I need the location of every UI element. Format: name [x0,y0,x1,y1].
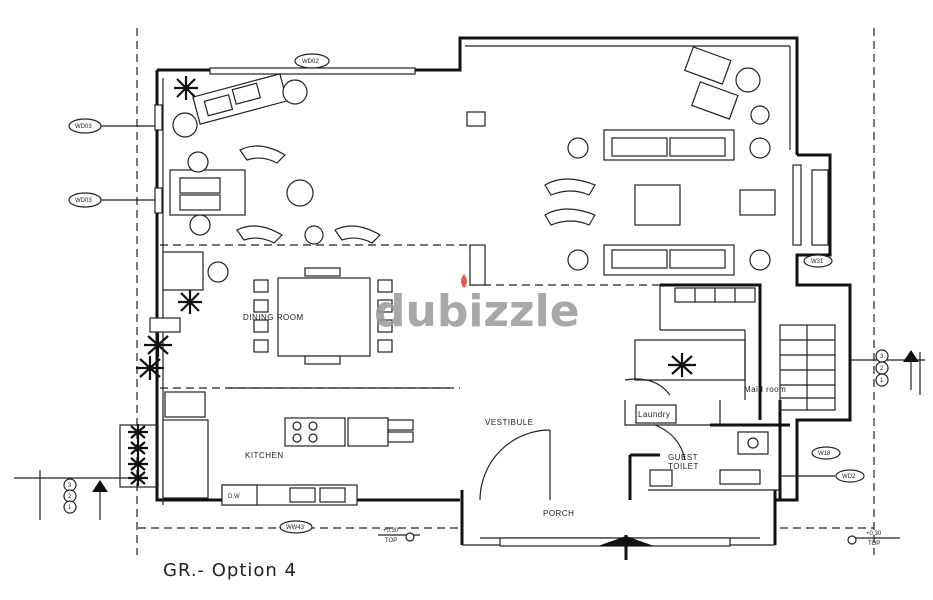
room-label-kitchen: KITCHEN [245,451,284,460]
window-tag-right-upper: W31 [803,254,833,268]
svg-text:+0.30: +0.30 [383,528,399,534]
toilet-laundry-fittings [624,378,769,487]
svg-text:+0.30: +0.30 [866,531,882,537]
left-window-upper [154,104,163,131]
top-window [209,67,416,75]
svg-text:3: 3 [68,483,72,489]
plan-caption: GR.- Option 4 [163,560,297,581]
right-window-large [792,164,802,246]
svg-text:WD03: WD03 [75,124,92,130]
room-label-dining: DINING ROOM [243,313,304,322]
svg-text:1: 1 [880,378,884,384]
svg-text:WD03: WD03 [75,198,92,204]
svg-text:3: 3 [880,354,884,360]
plants [128,76,696,486]
right-window-small [811,169,829,246]
planter-box [119,424,159,488]
window-tag-left-upper: WD03 [68,118,155,134]
window-tag-right-toilet: WD2 [780,469,865,483]
svg-text:WD02: WD02 [302,59,319,65]
section-marker-right: 3 2 1 [850,349,925,395]
svg-text:WD2: WD2 [842,474,856,480]
window-tag-top: WD02 [294,53,330,69]
svg-text:TOP: TOP [385,538,397,544]
room-label-porch: PORCH [543,509,574,518]
svg-text:W31: W31 [811,259,824,265]
svg-text:W18: W18 [818,451,831,457]
room-label-guest: GUEST [668,453,698,462]
level-marker-left: +0.30 TOP [378,528,420,544]
svg-text:2: 2 [880,366,884,372]
svg-text:2: 2 [68,494,72,500]
window-tag-left-lower: WD03 [68,192,155,208]
sitting-area-left [169,73,486,245]
svg-text:TOP: TOP [868,541,880,547]
window-tag-bottom: WW43 [279,520,313,534]
room-label-laundry: Laundry [638,410,670,419]
sitting-area-right [469,46,776,286]
left-window-lower [154,187,163,214]
svg-text:1: 1 [68,505,72,511]
level-marker-right: +0.30 TOP [847,531,900,547]
window-tag-right-lower: W18 [811,446,841,460]
room-label-toilet: TOILET [668,462,699,471]
room-label-maid-room: Maid room [744,385,786,394]
porch-entry [479,429,760,560]
label-dishwasher: D.W [228,494,240,500]
kitchen-fittings [162,387,450,506]
section-marker-left: 3 2 1 [14,470,135,520]
svg-text:WW43: WW43 [286,525,305,531]
dubizzle-watermark: dubizzle [374,274,580,337]
staircase [634,287,836,411]
room-label-vestibule: VESTIBULE [485,418,534,427]
svg-text:dubizzle: dubizzle [374,286,580,337]
dining-set [149,251,393,365]
